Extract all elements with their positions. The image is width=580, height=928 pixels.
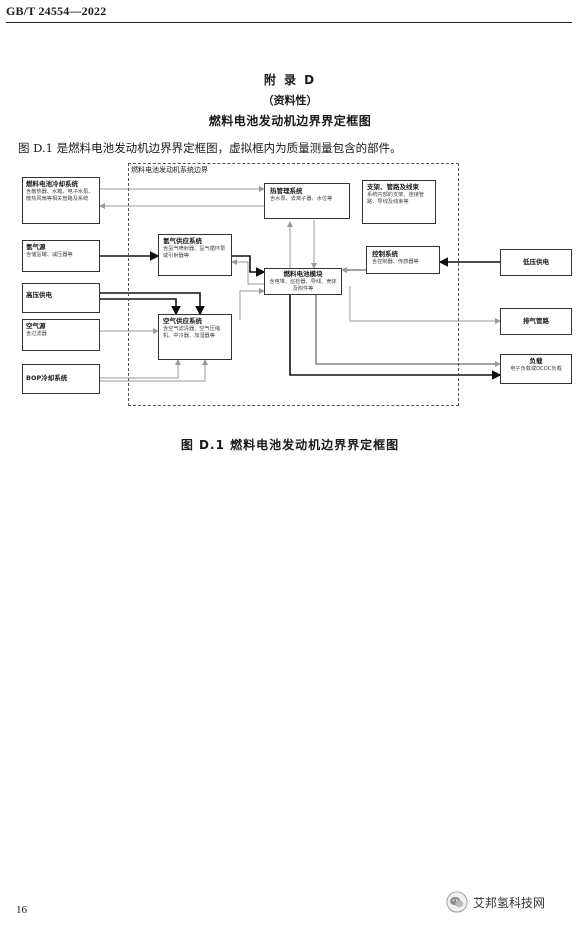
block-desc: 含控制器、传感器等 xyxy=(372,259,419,265)
block-title: 排气管路 xyxy=(523,317,549,325)
block-high-voltage: 高压供电 xyxy=(22,283,100,313)
appendix-title: 燃料电池发动机边界界定框图 xyxy=(208,114,372,128)
block-title: 空气源 xyxy=(26,322,46,330)
block-title: 热管理系统 xyxy=(270,187,303,195)
block-desc: 含散热器、水箱、电子水泵、散热风扇等相关管路及系统 xyxy=(26,189,94,202)
block-title: 低压供电 xyxy=(523,258,549,266)
arrow-hv-to-airsupply-a xyxy=(100,292,205,316)
block-hydrogen-supply: 氢气供应系统 含氢气喷射器、氢气循环泵或引射器等 xyxy=(158,234,232,276)
block-title: 高压供电 xyxy=(26,291,52,299)
block-desc: 含氢气喷射器、氢气循环泵或引射器等 xyxy=(163,246,226,259)
header-rule xyxy=(6,22,572,23)
arrow-stack-to-load xyxy=(289,295,502,380)
block-title: 燃料电池冷却系统 xyxy=(26,180,78,188)
watermark-text: 艾邦氢科技网 xyxy=(473,895,546,910)
block-desc: 含储氢罐、减压器等 xyxy=(26,252,73,258)
arrow-bop-to-airsupply-a xyxy=(100,359,181,379)
block-desc: 含过滤器 xyxy=(26,331,47,337)
standard-code: GB/T 24554—2022 xyxy=(6,4,107,18)
block-title: 空气供应系统 xyxy=(163,317,202,325)
block-title: 负载 xyxy=(529,357,543,365)
block-exhaust: 排气管路 xyxy=(500,308,572,335)
arrow-stack-to-load-2 xyxy=(315,295,501,367)
page-number: 16 xyxy=(16,904,27,916)
block-title: 支架、管路及线束 xyxy=(367,183,419,191)
arrow-supply-to-stack xyxy=(232,255,266,277)
arrow-hv-to-airsupply-b xyxy=(100,298,181,316)
block-hydrogen-source: 氢气源 含储氢罐、减压器等 xyxy=(22,240,100,272)
appendix-nature: （资料性） xyxy=(262,94,318,107)
block-desc: 含水泵、去离子器、水位等 xyxy=(270,196,333,202)
arrow-stack-to-exhaust xyxy=(349,286,501,324)
watermark: 艾邦氢科技网 xyxy=(446,891,545,913)
block-title: 燃料电池模块 xyxy=(283,270,323,278)
block-control-system: 控制系统 含控制器、传感器等 xyxy=(366,246,440,274)
block-desc: 系统内部的支架、连接管路、导线及线束等 xyxy=(367,192,425,205)
intro-paragraph: 图 D.1 是燃料电池发动机边界界定框图，虚拟框内为质量测量包含的部件。 xyxy=(18,141,402,155)
wechat-logo-icon xyxy=(446,891,468,913)
block-title: 控制系统 xyxy=(372,250,398,258)
block-low-voltage: 低压供电 xyxy=(500,249,572,276)
block-title: 氢气供应系统 xyxy=(163,237,202,245)
arrow-bop-to-airsupply-b xyxy=(100,359,208,382)
appendix-label: 附 录 D xyxy=(263,73,317,87)
block-bracket-lines: 支架、管路及线束 系统内部的支架、连接管路、导线及线束等 xyxy=(362,180,436,224)
block-desc: 电子负载或DCDC负载 xyxy=(510,366,562,372)
system-boundary xyxy=(128,163,459,406)
block-stack-module: 燃料电池模块 含电堆、巡检器、导线、壳体及附件等 xyxy=(264,268,342,295)
block-desc: 含空气滤清器、空气压缩机、中冷器、加湿器等 xyxy=(163,326,221,339)
block-fc-cooling: 燃料电池冷却系统 含散热器、水箱、电子水泵、散热风扇等相关管路及系统 xyxy=(22,177,100,224)
block-load: 负载 电子负载或DCDC负载 xyxy=(500,354,572,384)
block-air-supply: 空气供应系统 含空气滤清器、空气压缩机、中冷器、加湿器等 xyxy=(158,314,232,360)
block-thermal-management: 热管理系统 含水泵、去离子器、水位等 xyxy=(264,183,350,219)
arrow-stack-to-hydrogen-supply xyxy=(231,259,264,285)
arrow-airsupply-to-stack xyxy=(239,288,265,320)
boundary-label: 燃料电池发动机系统边界 xyxy=(131,166,208,174)
figure-caption: 图 D.1 燃料电池发动机边界界定框图 xyxy=(180,438,400,452)
block-air-source: 空气源 含过滤器 xyxy=(22,319,100,351)
block-desc: 含电堆、巡检器、导线、壳体及附件等 xyxy=(269,279,337,292)
block-bop-cooling: BOP冷却系统 xyxy=(22,364,100,394)
block-title: BOP冷却系统 xyxy=(26,374,68,382)
block-title: 氢气源 xyxy=(26,243,46,251)
